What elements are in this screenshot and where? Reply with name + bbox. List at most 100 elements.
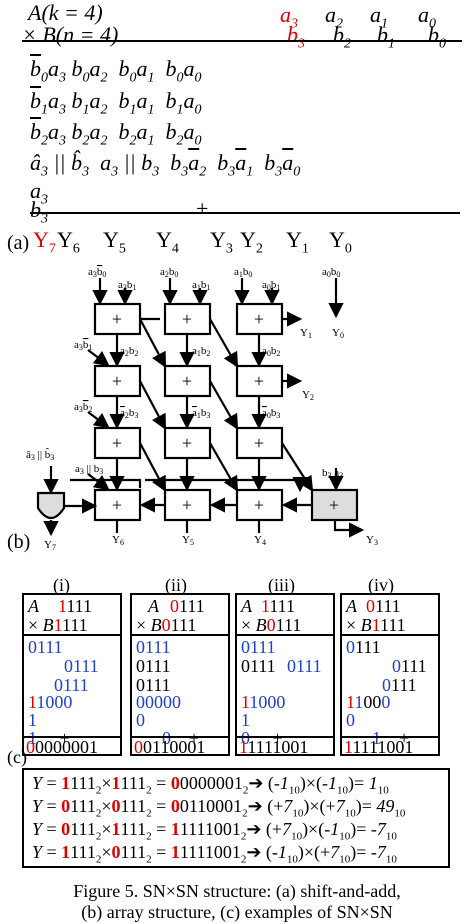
svg-text:a2b3: a2b3 [120, 407, 138, 420]
svg-text:a2b0: a2b0 [160, 266, 178, 279]
equation-row-1: Y = 11112×11112 = 000000012➔ (-110)×(-11… [32, 773, 389, 797]
svg-text:Y3: Y3 [366, 534, 378, 547]
svg-text:a3b2: a3b2 [74, 401, 92, 414]
equation-row-4: Y = 11112×01112 = 111110012➔ (-110)×(+71… [32, 842, 397, 866]
row-a3: a3 [30, 178, 48, 208]
svg-text:a3b1: a3b1 [74, 339, 92, 352]
a-sign-bit: 1 [58, 596, 67, 616]
result-rest: 1111001 [247, 737, 309, 757]
svg-text:+: + [254, 433, 264, 453]
adder-cell-r2-c3 [235, 364, 284, 398]
y7-output: Y7 [33, 227, 56, 257]
svg-text:+: + [182, 433, 192, 453]
svg-text:Y1: Y1 [300, 327, 312, 340]
y5-output: Y5 [103, 227, 126, 257]
adder-cell-r2-c2 [163, 364, 212, 398]
a2-bit: a2 [325, 2, 343, 32]
b-sign-bit: 0 [161, 615, 171, 635]
caption-line-1: Figure 5. SN×SN structure: (a) shift-and… [73, 881, 401, 901]
b-rest: 111 [62, 615, 88, 635]
a-rest: 111 [66, 596, 93, 616]
adder-cell-r3-c1 [93, 426, 142, 460]
adder-cell-r4-c4 [310, 488, 359, 522]
svg-text:+: + [329, 495, 339, 515]
sum-line [30, 212, 460, 214]
example-title-iv: (iv) [368, 575, 394, 595]
b0-bit: b0 [428, 22, 446, 52]
example-title-ii: (ii) [165, 575, 187, 595]
y1-output: Y1 [286, 227, 309, 257]
b2-bit: b2 [333, 22, 351, 52]
label-b: (b) [7, 531, 31, 553]
a-rest: 111 [269, 596, 296, 616]
a-rest: 111 [179, 596, 205, 616]
svg-text:â3 || b̂3: â3 || b̂3 [26, 447, 54, 462]
svg-text:a0b2: a0b2 [262, 345, 280, 358]
y3-output: Y3 [210, 227, 233, 257]
partial-product-0: b0a3 b0a2 b0a1 b0a0 [30, 56, 202, 86]
adder-cell-r3-c2 [163, 426, 212, 460]
b-sign-bit: 0 [266, 615, 276, 635]
caption-line-2: (b) array structure, (c) examples of SN×… [81, 902, 393, 922]
svg-text:+: + [182, 371, 192, 391]
operand-b-label: × B(n = 4) [22, 22, 119, 47]
svg-text:a0b1: a0b1 [262, 279, 280, 292]
y6-output: Y6 [57, 227, 80, 257]
svg-text:b3 a3: b3 a3 [322, 467, 343, 480]
label-c: (c) [7, 747, 27, 767]
svg-text:a1b1: a1b1 [192, 279, 210, 292]
b-sign-bit: 1 [53, 615, 62, 635]
or-gate [36, 491, 66, 520]
b-sign-bit: 1 [371, 615, 380, 635]
svg-text:+: + [254, 495, 264, 515]
example-box-ii: A 0111 × B0111 0111 0111 0111 00000 0 0 … [130, 593, 230, 756]
y4-output: Y4 [156, 227, 179, 257]
partial-product-1: b1a3 b1a2 b1a1 b1a0 [30, 88, 202, 118]
example-title-iii: (iii) [268, 575, 295, 595]
svg-text:Y4: Y4 [254, 534, 266, 547]
partial-product-2: b2a3 b2a2 b2a1 b2a0 [30, 119, 202, 149]
svg-text:+: + [254, 309, 264, 329]
svg-text:a0b3: a0b3 [262, 407, 280, 420]
a-rest: 111 [375, 596, 401, 616]
a-sign-bit: 1 [261, 596, 270, 616]
partial-product-3: â3 || b̂3 a3 || b3 b3a2 b3a1 b3a0 [30, 150, 301, 180]
svg-text:a2b2: a2b2 [120, 345, 138, 358]
a1-bit: a1 [370, 2, 388, 32]
a-sign-bit: 0 [366, 596, 375, 616]
svg-text:+: + [182, 309, 192, 329]
svg-text:Y7: Y7 [44, 539, 56, 552]
svg-text:+: + [112, 495, 122, 515]
svg-text:a0b0: a0b0 [322, 266, 340, 279]
divider [22, 40, 462, 42]
result-sign-bit: 0 [134, 737, 143, 757]
equation-box: Y = 11112×11112 = 000000012➔ (-110)×(-11… [22, 768, 450, 868]
svg-text:+: + [182, 495, 192, 515]
result-sign-bit: 0 [26, 737, 35, 757]
svg-text:a1b3: a1b3 [192, 407, 210, 420]
example-box-iv: A 0111 × B1111 0111 0111 0111 11000 0 1 … [340, 593, 440, 756]
svg-text:a3b0: a3b0 [88, 266, 106, 279]
y2-output: Y2 [240, 227, 263, 257]
svg-text:Y6: Y6 [112, 534, 124, 547]
b-rest: 111 [170, 615, 197, 635]
svg-text:a1b2: a1b2 [192, 345, 210, 358]
svg-text:+: + [254, 371, 264, 391]
label-a: (a) [7, 232, 30, 254]
equation-row-3: Y = 01112×11112 = 111110012➔ (+710)×(-11… [32, 819, 397, 843]
plus-sign: + [196, 196, 209, 221]
svg-text:a3b1: a3b1 [118, 279, 136, 292]
b3-bit: b3 [287, 22, 305, 52]
example-box-i: A 1111 × B1111 0111 0111 0111 11000 1 1 … [22, 593, 122, 756]
equation-row-2: Y = 01112×01112 = 001100012➔ (+710)×(+71… [32, 796, 406, 820]
result-rest: 0000001 [35, 737, 98, 757]
svg-text:+: + [112, 371, 122, 391]
svg-text:a3 || b3: a3 || b3 [75, 463, 103, 476]
svg-text:+: + [112, 433, 122, 453]
example-title-i: (i) [53, 575, 70, 595]
y0-output: Y0 [329, 227, 352, 257]
array-structure-diagram: +++ +++ +++ ++++ a3b0 a3b1 a2b0 a1b1 a1b… [26, 266, 378, 552]
result-sign-bit: 1 [239, 737, 248, 757]
svg-text:Y0: Y0 [332, 327, 344, 340]
example-box-iii: A 1111 × B0111 0111 0111 0111 11000 1 0 … [235, 593, 335, 756]
